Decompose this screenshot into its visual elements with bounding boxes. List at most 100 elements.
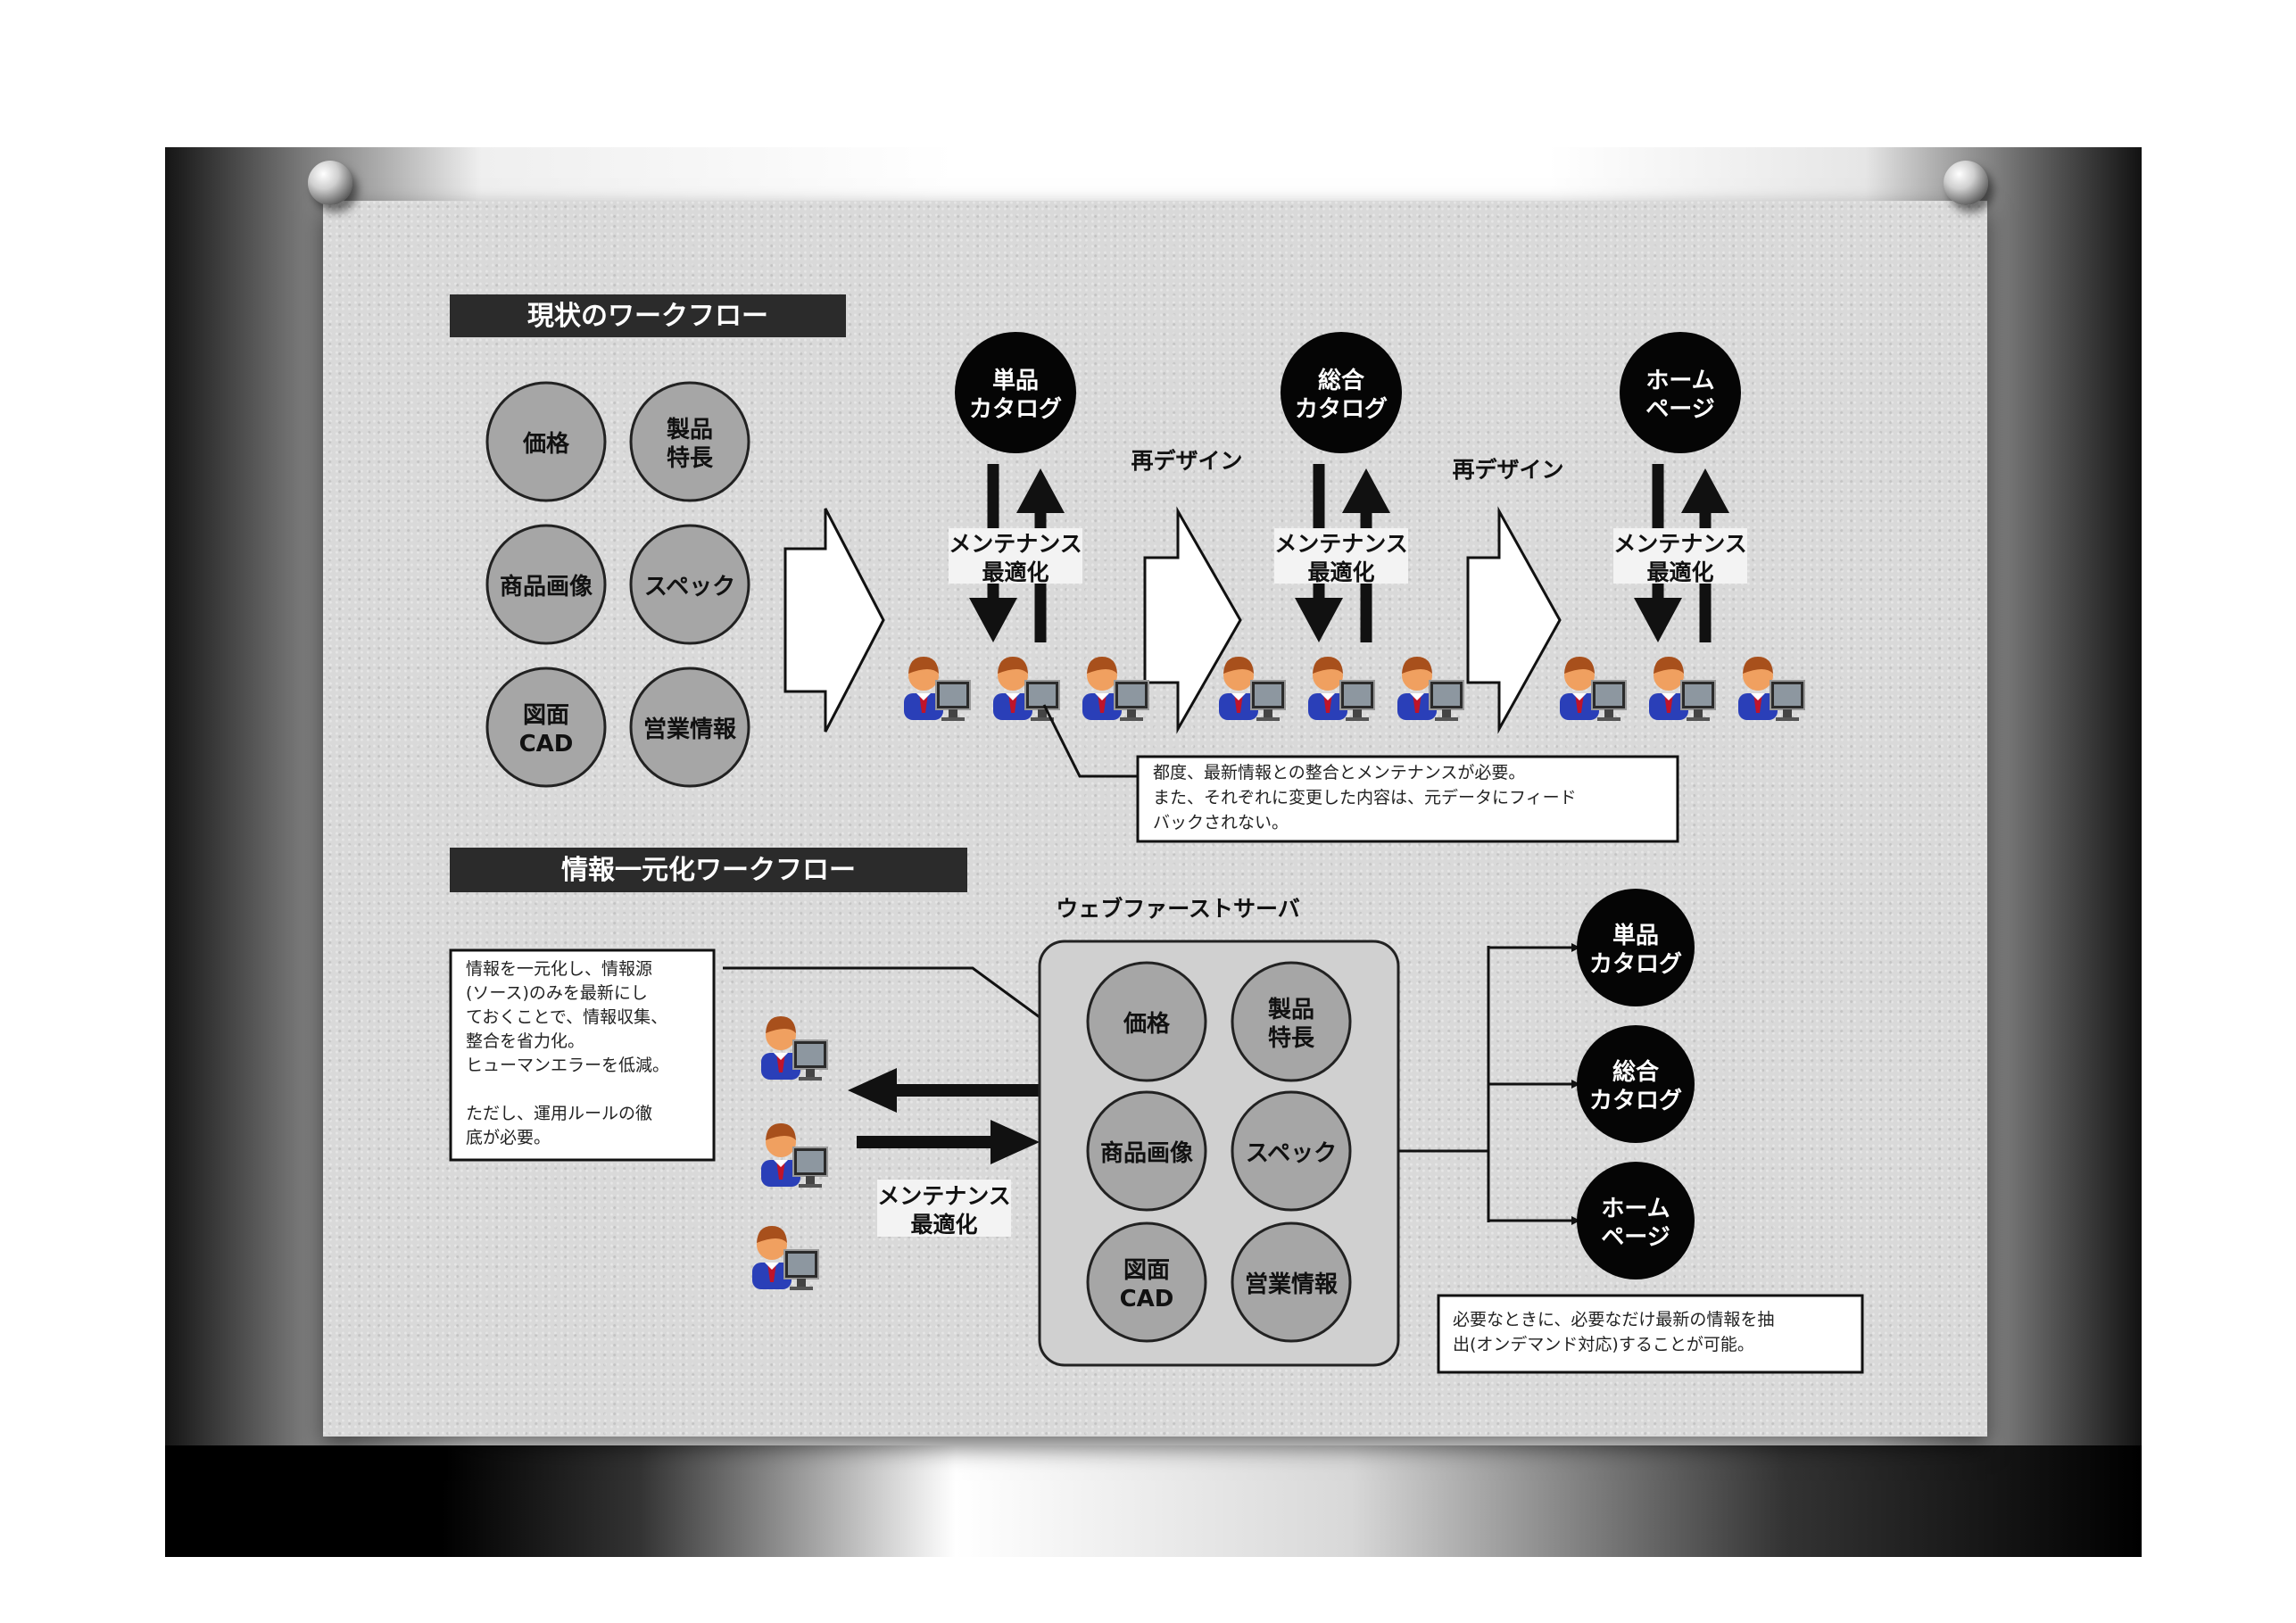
node-circle: [1231, 1090, 1352, 1212]
node-images: 商品画像: [485, 524, 607, 645]
maintenance-label: メンテナンス: [949, 531, 1082, 557]
node-circle: [955, 332, 1076, 453]
node-label: 営業情報: [643, 716, 737, 743]
arrow-head: [1295, 598, 1343, 642]
maintenance-label: 最適化: [982, 559, 1049, 585]
arrow-head: [1634, 598, 1682, 642]
section-banner: [450, 848, 967, 892]
node-label: 営業情報: [1245, 1271, 1339, 1298]
node-label: 総合: [1612, 1058, 1660, 1086]
maintenance-label: メンテナンス: [1274, 531, 1408, 557]
node-circle: [1620, 332, 1741, 453]
node-circle: [1086, 961, 1207, 1082]
node-price: 価格: [485, 381, 607, 502]
redesign-label: 再デザイン: [1452, 457, 1563, 483]
node-circle: [1577, 1162, 1695, 1279]
node-label: ホーム: [1645, 368, 1714, 394]
node-label: スペック: [644, 574, 735, 600]
operator-icon: [751, 1225, 819, 1291]
maintenance-label: 最適化: [1307, 559, 1374, 585]
push-pin-icon: [308, 161, 352, 205]
maintenance-label: 最適化: [910, 1212, 977, 1238]
node-label: 特長: [667, 444, 714, 472]
node-label: 価格: [1123, 1010, 1171, 1038]
maintenance-label: メンテナンス: [1613, 531, 1747, 557]
node-circle: [629, 524, 750, 645]
section-title: 情報一元化ワークフロー: [561, 855, 856, 886]
note-leader-line: [1042, 704, 1138, 778]
node-price: 価格: [1086, 961, 1207, 1082]
arrow-head: [1016, 468, 1065, 513]
operator-icon: [1559, 656, 1627, 722]
node-circle: [1281, 332, 1402, 453]
node-label: 製品: [1268, 997, 1314, 1023]
node-label: カタログ: [1589, 951, 1682, 978]
server-label: ウェブファーストサーバ: [1056, 896, 1300, 922]
note-current: [1136, 755, 1679, 843]
page-backdrop-bottom: [165, 1445, 2142, 1557]
node-circle: [485, 667, 607, 788]
node-label: ホーム: [1601, 1196, 1670, 1222]
node-label: ページ: [1601, 1224, 1670, 1251]
arrow-head: [848, 1068, 897, 1113]
note-leader-line: [723, 966, 1040, 1019]
label-background: [1274, 528, 1408, 584]
node-label: カタログ: [1295, 396, 1388, 423]
maintenance-label: メンテナンス: [877, 1183, 1011, 1209]
operator-icon: [1397, 656, 1464, 722]
note-line: ただし、運用ルールの徹: [466, 1104, 652, 1123]
operator-icon: [1218, 656, 1286, 722]
node-circle: [1231, 1221, 1352, 1343]
node-label: 総合: [1318, 367, 1365, 394]
node-circle: [629, 667, 750, 788]
node-circle: [1577, 889, 1695, 1006]
note-line: また、それぞれに変更した内容は、元データにフィード: [1153, 788, 1577, 807]
note-line: 底が必要。: [466, 1128, 551, 1147]
arrow-head: [991, 1120, 1040, 1164]
node-label: 製品: [667, 417, 713, 443]
note-ondemand: [1437, 1294, 1864, 1374]
node-circle: [1231, 961, 1352, 1082]
note-line: (ソース)のみを最新にし: [466, 983, 648, 1003]
push-pin-icon: [1944, 161, 1988, 205]
node-label: ページ: [1645, 396, 1714, 423]
node-label: CAD: [1120, 1286, 1174, 1312]
node-label: 図面: [523, 702, 569, 729]
operator-icon: [760, 1122, 828, 1188]
node-label: カタログ: [1589, 1088, 1682, 1114]
node-label: スペック: [1246, 1140, 1337, 1167]
note-line: バックされない。: [1153, 813, 1289, 832]
node-label: 図面: [1123, 1257, 1170, 1284]
node-label: 価格: [522, 430, 570, 458]
note-line: 都度、最新情報との整合とメンテナンスが必要。: [1153, 763, 1525, 783]
hollow-arrow-icon: [1143, 506, 1242, 734]
arrow-head: [969, 598, 1017, 642]
label-background: [1613, 528, 1747, 584]
node-sales: 営業情報: [1231, 1221, 1352, 1343]
hollow-arrow-icon: [1466, 506, 1562, 734]
note-unified: [449, 948, 716, 1162]
operator-group: [751, 1015, 828, 1291]
node-label: 商品画像: [1100, 1139, 1194, 1167]
operator-icon: [760, 1015, 828, 1081]
node-label: 特長: [1268, 1024, 1315, 1052]
section-title: 現状のワークフロー: [527, 301, 768, 332]
arrow-head: [1681, 468, 1729, 513]
operator-icon: [1648, 656, 1716, 722]
note-line: ておくことで、情報収集、: [466, 1007, 667, 1027]
note-line: 必要なときに、必要なだけ最新の情報を抽: [1453, 1310, 1774, 1329]
node-spec: スペック: [1231, 1090, 1352, 1212]
node-circle: [1577, 1025, 1695, 1143]
